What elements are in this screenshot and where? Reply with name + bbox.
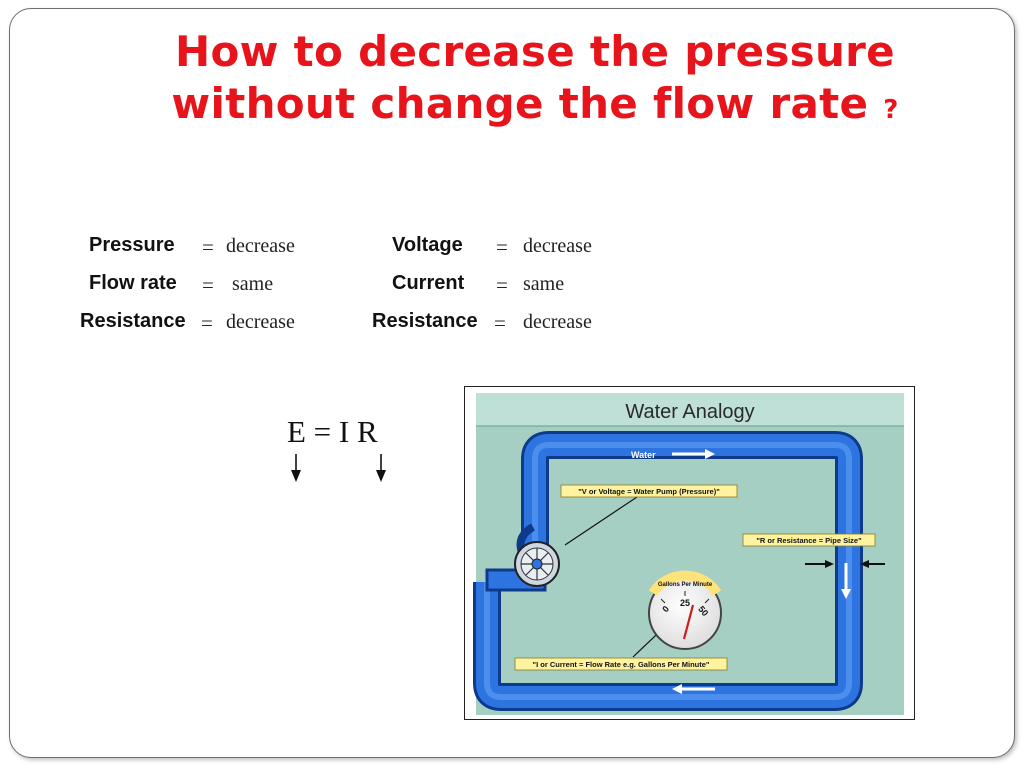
value-resistance: decrease [523,311,592,333]
slide-title: How to decrease the pressure without cha… [150,26,920,136]
equals-sign: = [202,273,214,297]
diagram-heading: Water Analogy [625,401,754,423]
value-voltage: decrease [523,235,592,257]
pinch-arrow-right-icon [860,560,885,568]
term-resistance: Resistance [80,310,186,332]
term-resistance: Resistance [372,310,478,332]
term-flow-rate: Flow rate [89,272,177,294]
flow-gauge: Gallons Per Minute 0 25 50 [648,570,722,650]
current-label: "I or Current = Flow Rate e.g. Gallons P… [533,660,710,669]
down-arrow-icon [291,454,301,482]
ohms-law-formula: E = I R [287,414,378,449]
term-voltage: Voltage [392,234,463,256]
voltage-callout: "V or Voltage = Water Pump (Pressure)" [560,484,738,546]
value-current: same [523,273,565,295]
value-resistance: decrease [226,311,295,333]
pipe-loop [473,431,863,711]
title-line-2-text: without change the flow rate [171,79,869,128]
formula-arrows [291,454,386,482]
equals-sign: = [201,311,213,335]
down-arrow-icon [376,454,386,482]
water-pump-icon [514,523,560,587]
gauge-tick-25: 25 [680,598,690,608]
equals-sign: = [496,273,508,297]
water-analogy-illustration: Water Analogy Water [473,393,904,715]
pinch-arrow-left-icon [805,560,834,568]
title-question-mark: ? [883,95,899,125]
equals-sign: = [494,311,506,335]
gauge-title: Gallons Per Minute [658,582,713,588]
heading-band [476,393,904,426]
gauge-tick-0: 0 [660,604,671,614]
flow-arrow-down-icon [841,563,851,599]
water-analogy-diagram: Water Analogy Water [464,386,915,720]
gauge-needle [682,604,695,640]
title-line-2: without change the flow rate ? [150,78,920,136]
current-callout: "I or Current = Flow Rate e.g. Gallons P… [514,618,728,671]
term-pressure: Pressure [89,234,175,256]
gauge-tick-50: 50 [696,604,710,618]
equals-sign: = [202,235,214,259]
resistance-callout: "R or Resistance = Pipe Size" [742,533,876,547]
flow-arrow-left-icon [672,684,715,694]
title-line-1: How to decrease the pressure [175,27,895,76]
value-flow-rate: same [232,273,274,295]
equals-sign: = [496,235,508,259]
voltage-label: "V or Voltage = Water Pump (Pressure)" [578,487,720,496]
resistance-label: "R or Resistance = Pipe Size" [756,536,862,545]
water-label: Water [631,450,656,460]
value-pressure: decrease [226,235,295,257]
term-current: Current [392,272,465,294]
flow-arrow-right-icon [672,449,715,459]
